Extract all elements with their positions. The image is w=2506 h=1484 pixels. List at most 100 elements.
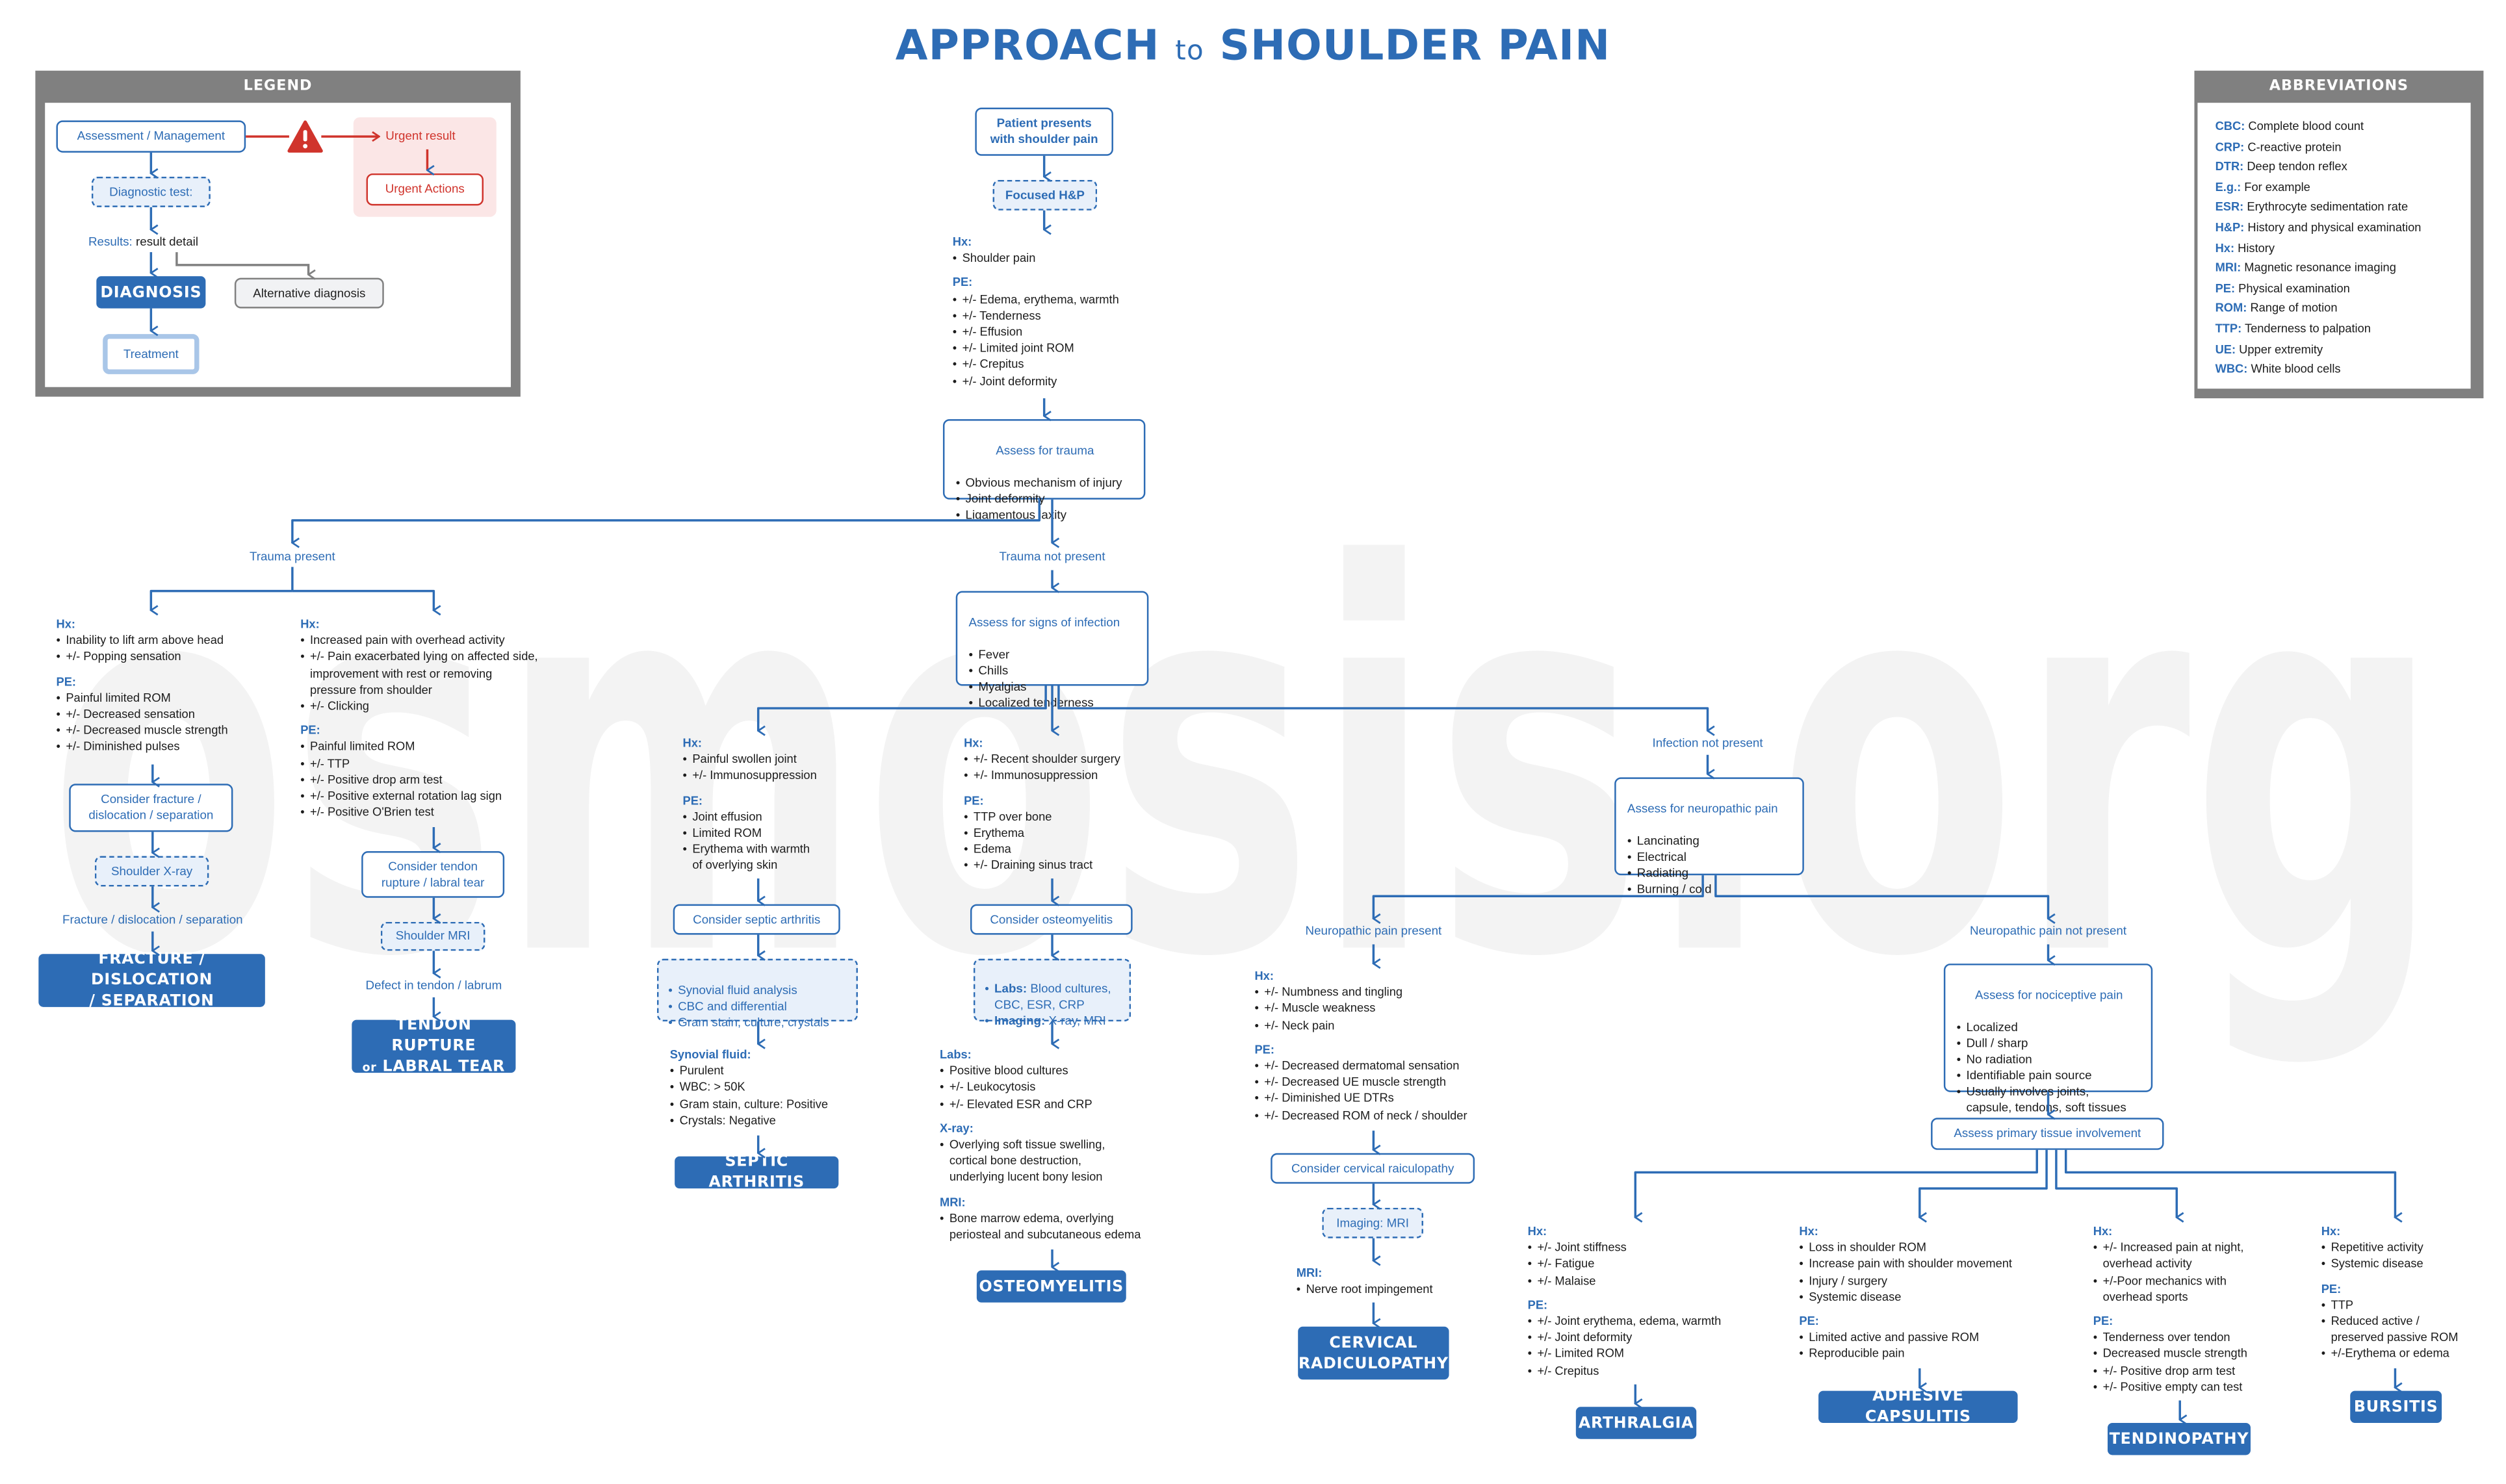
findings-section: PE:+/- Decreased dermatomal sensation+/-… [1254, 1042, 1467, 1125]
item-text: Erythrocyte sedimentation rate [2247, 199, 2409, 214]
section-list: +/- Joint erythema, edema, warmth+/- Joi… [1528, 1314, 1722, 1379]
diagnosis-or: or [362, 1060, 377, 1074]
findings-section: Hx:Increased pain with overhead activity… [300, 617, 537, 715]
section-label: PE: [1527, 1297, 1548, 1312]
section-label: Hx: [2093, 1223, 2113, 1238]
list-item: Joint deformity [956, 491, 1134, 507]
list-item: DTR: Deep tendon reflex [2215, 159, 2422, 175]
findings-section: X-ray:Overlying soft tissue swelling, co… [940, 1121, 1141, 1186]
list-item: UE: Upper extremity [2215, 341, 2422, 357]
list-item: Joint effusion [683, 809, 817, 826]
list-item: +/- Joint deformity [1528, 1330, 1722, 1347]
list-item: Gram stain, culture, crystals [668, 1015, 846, 1031]
item-text: Upper extremity [2239, 341, 2323, 356]
list-item: H&P: History and physical examination [2215, 220, 2422, 237]
septic-tests-list: Synovial fluid analysisCBC and different… [668, 983, 846, 1031]
section-list: Increased pain with overhead activity+/-… [300, 633, 537, 715]
legend-diagnosis-box: DIAGNOSIS [96, 276, 206, 309]
neuro-results: MRI:Nerve root impingement [1297, 1266, 1433, 1299]
list-item: Myalgias [968, 680, 1137, 696]
section-list: Shoulder pain [953, 251, 1119, 268]
legend-header: LEGEND [243, 79, 313, 95]
list-item: Positive blood cultures [940, 1064, 1141, 1081]
diagnosis-bursitis: BURSITIS [2350, 1390, 2442, 1424]
list-item: Systemic disease [2321, 1257, 2459, 1273]
section-list: +/- Decreased dermatomal sensation+/- De… [1254, 1058, 1467, 1124]
section-label: Labs: [940, 1047, 972, 1062]
imaging-mri-box: Imaging: MRI [1322, 1207, 1424, 1238]
list-item: Repetitive activity [2321, 1240, 2459, 1257]
item-key: Hx: [2215, 240, 2235, 255]
osteo-tests-list: Labs: Blood cultures, CBC, ESR, CRPImagi… [985, 981, 1120, 1029]
list-item: CBC: Complete blood count [2215, 119, 2422, 135]
list-item: Painful limited ROM [300, 739, 537, 756]
item-key: Labs: [994, 981, 1027, 996]
infection-not-present-label: Infection not present [1652, 736, 1763, 750]
section-list: TTPReduced active / preserved passive RO… [2321, 1298, 2459, 1363]
section-list: Overlying soft tissue swelling, cortical… [940, 1137, 1141, 1186]
list-item: +/- Decreased dermatomal sensation [1254, 1058, 1467, 1075]
list-item: +/- Limited ROM [1528, 1346, 1722, 1363]
assess-tissue-box: Assess primary tissue involvement [1931, 1118, 2164, 1150]
list-item: MRI: Magnetic resonance imaging [2215, 261, 2422, 277]
diagnosis-arthralgia: ARTHRALGIA [1575, 1407, 1697, 1439]
warning-triangle-icon [287, 120, 323, 153]
list-item: Erythema with warmth of overlying skin [683, 842, 817, 875]
list-item: Labs: Blood cultures, CBC, ESR, CRP [985, 981, 1120, 1013]
section-list: Limited active and passive ROMReproducib… [1799, 1330, 2012, 1363]
list-item: TTP [2321, 1298, 2459, 1314]
item-text: White blood cells [2251, 361, 2341, 376]
section-label: PE: [300, 723, 320, 738]
diagnosis-labral: LABRAL TEAR [382, 1057, 506, 1075]
fracture-result-label: Fracture / dislocation / separation [62, 912, 243, 927]
section-label: X-ray: [940, 1120, 974, 1136]
connector-arrow [1057, 685, 1708, 730]
alternative-connector [175, 252, 309, 275]
section-list: TTP over boneErythemaEdema+/- Draining s… [964, 809, 1120, 875]
list-item: +/- Joint deformity [953, 374, 1119, 390]
item-text: Tenderness to palpation [2244, 321, 2371, 336]
section-list: +/- Edema, erythema, warmth+/- Tendernes… [953, 292, 1119, 390]
item-text: Complete blood count [2248, 118, 2364, 134]
list-item: +/- Positive external rotation lag sign [300, 789, 537, 806]
list-item: Bone marrow edema, overlying periosteal … [940, 1210, 1141, 1243]
list-item: +/- Limited joint ROM [953, 341, 1119, 358]
list-item: Shoulder pain [953, 251, 1119, 268]
trauma-present-label: Trauma present [249, 549, 335, 564]
item-key: Imaging: [994, 1013, 1046, 1028]
list-item: +/- Effusion [953, 324, 1119, 341]
list-item: Overlying soft tissue swelling, cortical… [940, 1137, 1141, 1186]
legend-results: Results: result detail [88, 235, 198, 249]
tendon-result-label: Defect in tendon / labrum [365, 978, 502, 993]
list-item: Imaging: X-ray, MRI [985, 1014, 1120, 1030]
list-item: +/- Diminished UE DTRs [1254, 1091, 1467, 1108]
section-label: Hx: [682, 736, 702, 750]
focused-hp-box: Focused H&P [992, 179, 1098, 211]
list-item: Inability to lift arm above head [57, 633, 228, 650]
fracture-findings: Hx:Inability to lift arm above head+/- P… [57, 617, 228, 756]
list-item: Tenderness over tendon [2093, 1330, 2247, 1347]
list-item: WBC: White blood cells [2215, 361, 2422, 377]
imaging-value: MRI [1386, 1214, 1410, 1230]
list-item: +/- Increased pain at night, overhead ac… [2093, 1240, 2247, 1273]
findings-section: PE:Tenderness over tendonDecreased muscl… [2093, 1314, 2247, 1396]
section-label: PE: [964, 793, 984, 808]
list-item: Nerve root impingement [1297, 1282, 1433, 1299]
item-key: E.g.: [2215, 179, 2241, 194]
list-item: Obvious mechanism of injury [956, 476, 1134, 492]
list-item: TTP over bone [964, 809, 1120, 826]
diagnosis-osteomyelitis: OSTEOMYELITIS [976, 1270, 1126, 1303]
list-item: Injury / surgery [1799, 1273, 2012, 1290]
section-label: Hx: [56, 617, 75, 632]
list-item: Fever [968, 647, 1137, 663]
list-item: +/- Clicking [300, 698, 537, 715]
list-item: +/- Leukocytosis [940, 1080, 1141, 1097]
item-text: Deep tendon reflex [2247, 159, 2347, 174]
list-item: Systemic disease [1799, 1289, 2012, 1306]
neuropathic-present-label: Neuropathic pain present [1305, 923, 1442, 938]
page-title: APPROACH to SHOULDER PAIN [0, 23, 2506, 71]
section-list: Bone marrow edema, overlying periosteal … [940, 1210, 1141, 1243]
list-item: Gram stain, culture: Positive [670, 1096, 828, 1113]
